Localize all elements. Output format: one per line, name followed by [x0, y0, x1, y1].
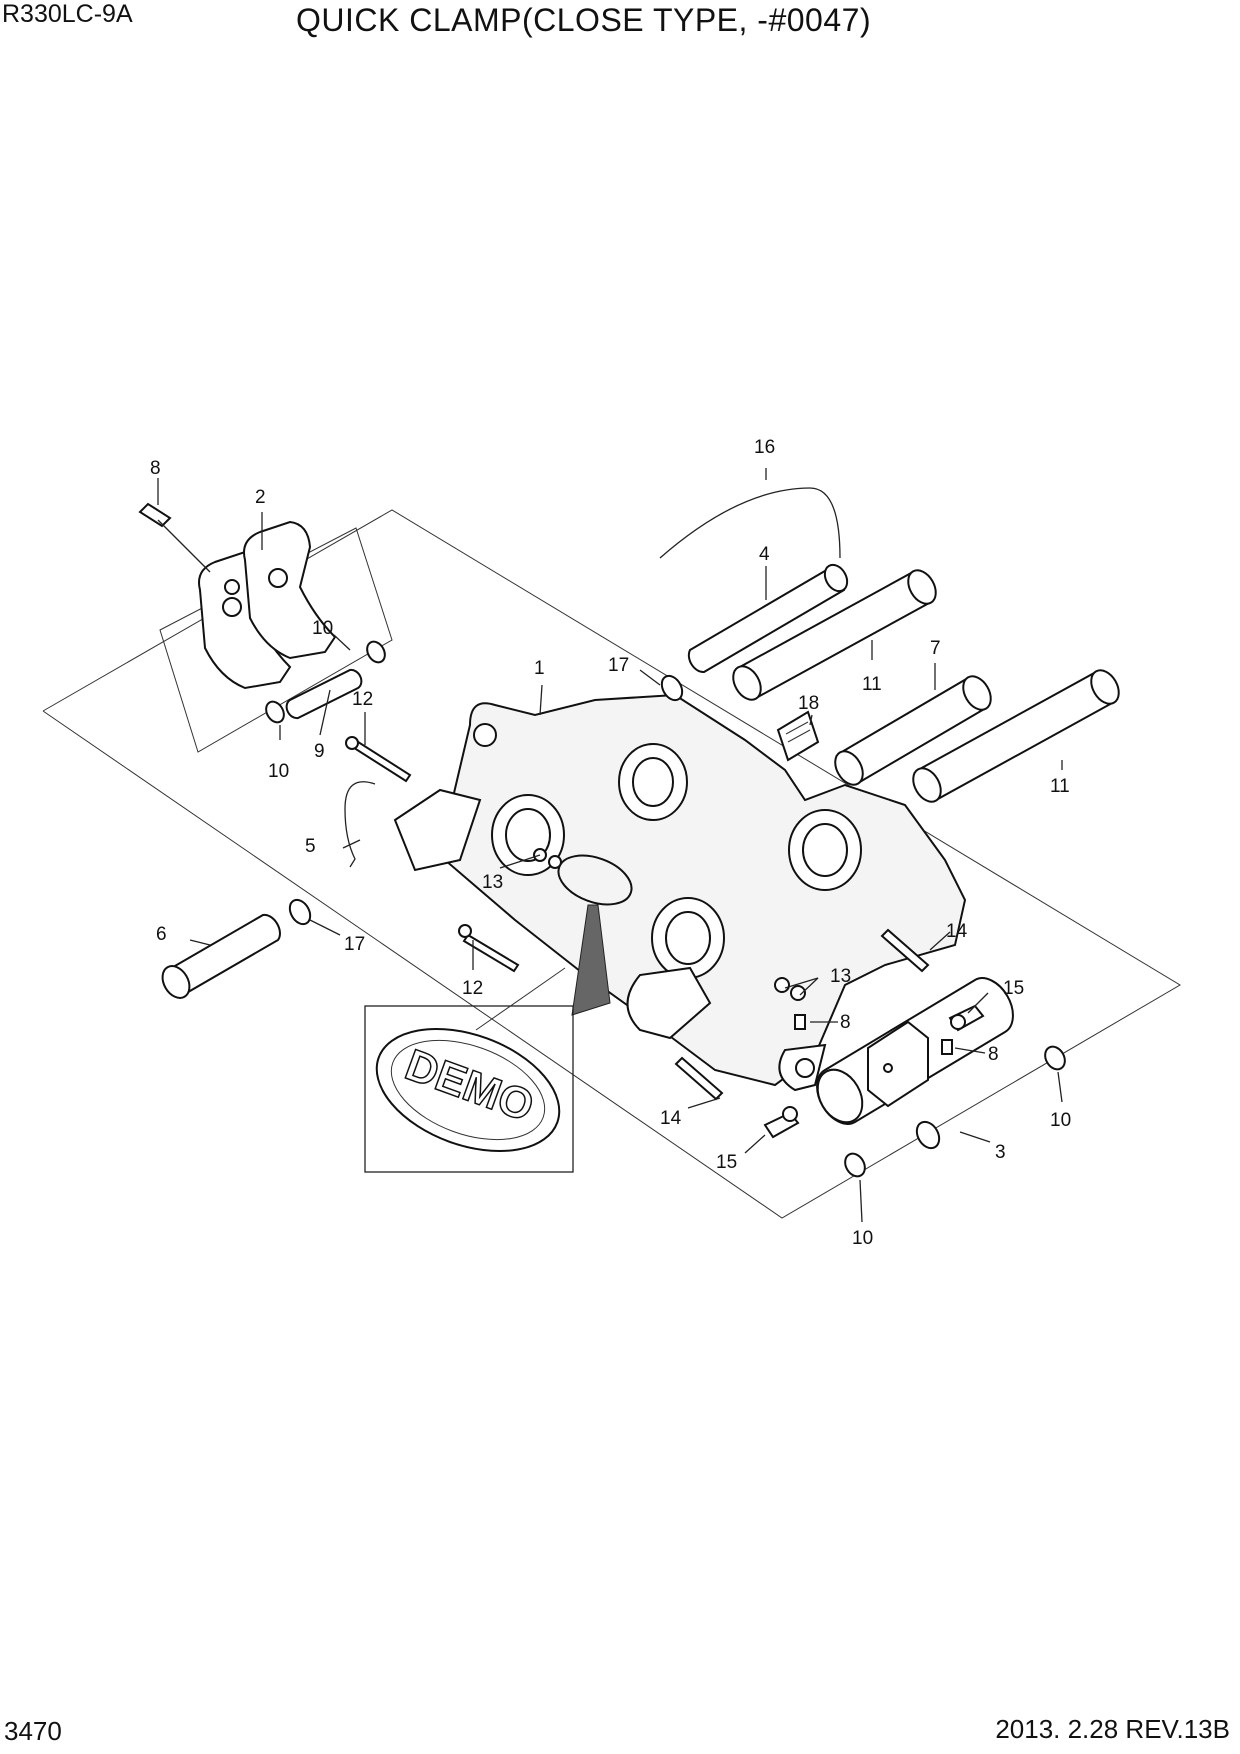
part-8-grease-nipple: [138, 502, 211, 573]
model-code: R330LC-9A: [2, 0, 133, 28]
part-2-hook-plate: [159, 520, 393, 753]
callout-2: 2: [255, 487, 266, 508]
callout-12: 12: [352, 689, 373, 710]
callout-12: 12: [462, 978, 483, 999]
part-7-pin: [834, 675, 992, 786]
part-12-bolt: [345, 736, 520, 973]
callout-15: 15: [1003, 978, 1024, 999]
page-title: QUICK CLAMP(CLOSE TYPE, -#0047): [296, 2, 872, 38]
part-1-clamp-body: [393, 693, 967, 1087]
part-9-pin: [265, 640, 386, 724]
part-11-pin-lower: [912, 669, 1120, 803]
callout-8: 8: [840, 1012, 851, 1033]
part-14-hose-fitting: [674, 928, 930, 1101]
callout-15: 15: [716, 1152, 737, 1173]
callout-6: 6: [156, 924, 167, 945]
part-11-pin-upper: [732, 569, 937, 701]
callout-8: 8: [150, 458, 161, 479]
logo-detail-box: DEMO: [364, 967, 574, 1173]
callout-16: 16: [754, 437, 775, 458]
part-18-label-plate: [776, 710, 820, 762]
part-5-wire-clip: [344, 781, 376, 868]
part-10-ring: [844, 1045, 1066, 1178]
callout-10: 10: [268, 761, 289, 782]
callout-11: 11: [862, 674, 882, 695]
callout-18: 18: [798, 693, 819, 714]
revision-label: 2013. 2.28 REV.13B: [995, 1714, 1230, 1744]
callout-17: 17: [344, 934, 365, 955]
callout-5: 5: [305, 836, 316, 857]
callout-14: 14: [946, 921, 968, 942]
callout-10: 10: [1050, 1110, 1071, 1131]
callout-13: 13: [482, 872, 503, 893]
callout-8: 8: [988, 1044, 999, 1065]
callout-11: 11: [1050, 776, 1070, 797]
leader-lines: [157, 468, 1063, 1223]
part-17-ring: [288, 674, 684, 926]
callout-4: 4: [759, 544, 770, 565]
callout-9: 9: [314, 741, 325, 762]
callout-17: 17: [608, 655, 629, 676]
callout-13: 13: [830, 966, 851, 987]
page-number: 3470: [4, 1716, 62, 1746]
part-8-grease-nipple-cylinder: [794, 1014, 953, 1055]
callouts: 8 2 10 10 9 12 1 17 16 4 11 7 18 11 5 13…: [150, 437, 1071, 1249]
part-4-lock-pin: [687, 563, 849, 674]
part-15-elbow-fitting: [763, 1004, 985, 1139]
callout-14: 14: [660, 1108, 682, 1129]
part-16-wire: [659, 487, 841, 559]
callout-10: 10: [852, 1228, 873, 1249]
callout-3: 3: [995, 1142, 1006, 1163]
callout-10: 10: [312, 618, 333, 639]
callout-1: 1: [534, 658, 545, 679]
part-6-pin: [161, 913, 281, 999]
callout-7: 7: [930, 638, 941, 659]
